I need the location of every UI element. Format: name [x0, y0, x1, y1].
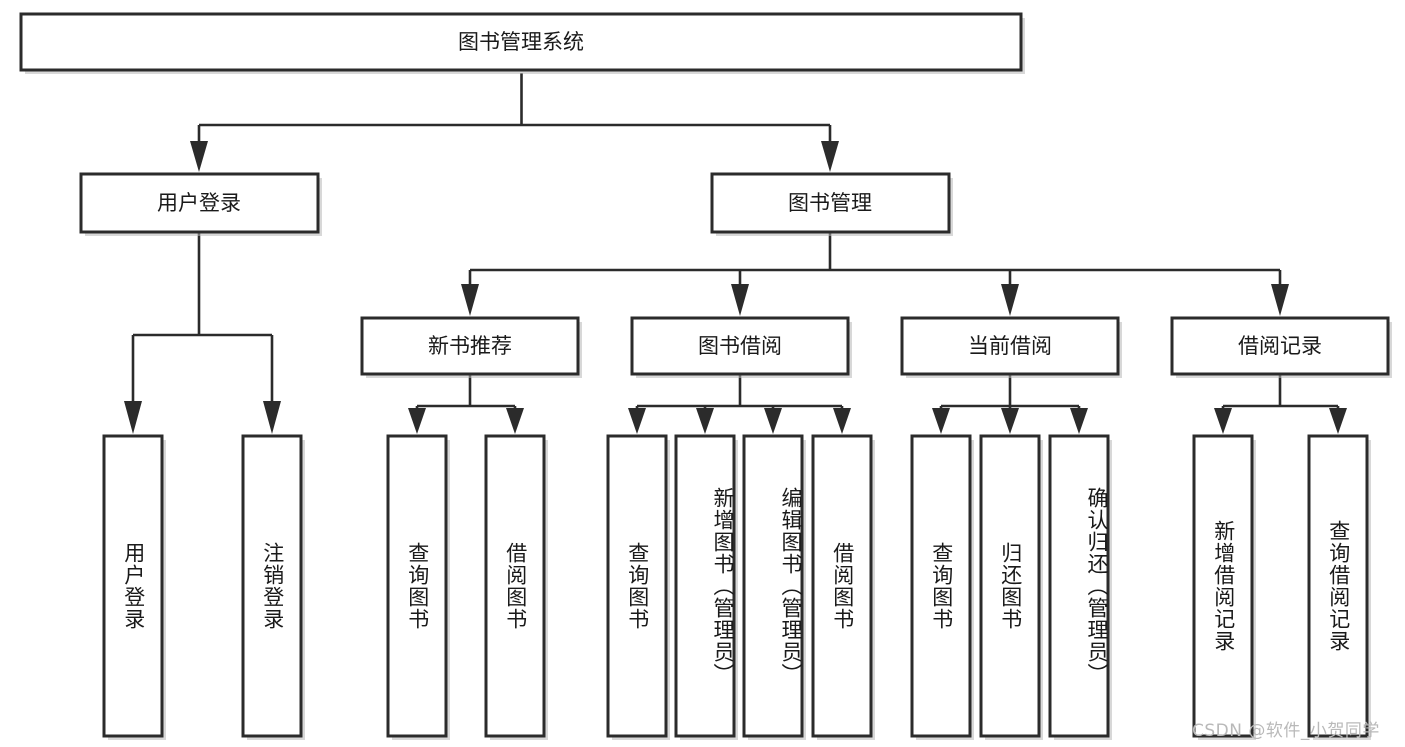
node-leaf-add-book-box[interactable] [674, 434, 736, 738]
arrow-head-leaf-borrow-book-2 [833, 408, 851, 434]
arrow-head-new-book-recommend [461, 284, 479, 316]
arrow-head-current-borrow [1001, 284, 1019, 316]
connectors-group [124, 73, 1347, 434]
arrow-head-leaf-query-book-1 [408, 408, 426, 434]
arrow-head-leaf-query-book-3 [932, 408, 950, 434]
arrow-head-leaf-confirm-return [1070, 408, 1088, 434]
node-leaf-query-record-box[interactable] [1307, 434, 1369, 738]
arrow-head-leaf-logout-login [263, 401, 281, 434]
node-leaf-borrow-book-2-box[interactable] [811, 434, 873, 738]
arrow-head-leaf-query-book-2 [628, 408, 646, 434]
node-root-label: 图书管理系统 [458, 30, 584, 54]
boxes-group: 图书管理系统 用户登录 图书管理 新书推荐 图书借阅 当前借阅 借阅记录 [19, 12, 1392, 740]
node-leaf-query-book-3-box[interactable] [910, 434, 972, 738]
node-leaf-confirm-return-box[interactable] [1048, 434, 1110, 738]
csdn-watermark: CSDN @软件_小贺同学 [1192, 721, 1380, 741]
arrow-head-leaf-edit-book [764, 408, 782, 434]
arrow-head-book-borrow [731, 284, 749, 316]
node-leaf-logout-login-box[interactable] [241, 434, 303, 738]
node-new-book-recommend-label: 新书推荐 [428, 334, 512, 358]
node-borrow-record-label: 借阅记录 [1238, 334, 1322, 358]
node-book-borrow-box[interactable] [630, 316, 850, 376]
node-current-borrow-label: 当前借阅 [968, 334, 1052, 358]
node-user-login-label: 用户登录 [157, 191, 241, 215]
arrow-head-borrow-record [1271, 284, 1289, 316]
arrow-head-leaf-user-login [124, 401, 142, 434]
arrow-head-user-login [190, 141, 208, 172]
node-user-login-box[interactable] [79, 172, 320, 234]
node-leaf-edit-book-box[interactable] [742, 434, 804, 738]
node-book-borrow-label: 图书借阅 [698, 334, 782, 358]
node-leaf-borrow-book-1-box[interactable] [484, 434, 546, 738]
arrow-head-leaf-borrow-book-1 [506, 408, 524, 434]
arrow-head-leaf-return-book [1001, 408, 1019, 434]
node-leaf-return-book-box[interactable] [979, 434, 1041, 738]
node-new-book-recommend-box[interactable] [360, 316, 580, 376]
node-leaf-query-book-2-box[interactable] [606, 434, 668, 738]
node-book-management-label: 图书管理 [788, 191, 872, 215]
arrow-head-book-management [821, 141, 839, 172]
node-book-management-box[interactable] [710, 172, 951, 234]
arrow-head-leaf-add-record [1214, 408, 1232, 434]
node-root-box[interactable] [19, 12, 1023, 72]
node-leaf-add-record-box[interactable] [1192, 434, 1254, 738]
node-current-borrow-box[interactable] [900, 316, 1120, 376]
node-leaf-user-login-box[interactable] [102, 434, 164, 738]
node-borrow-record-box[interactable] [1170, 316, 1390, 376]
arrow-head-leaf-add-book [696, 408, 714, 434]
node-leaf-query-book-1-box[interactable] [386, 434, 448, 738]
arrow-head-leaf-query-record [1329, 408, 1347, 434]
